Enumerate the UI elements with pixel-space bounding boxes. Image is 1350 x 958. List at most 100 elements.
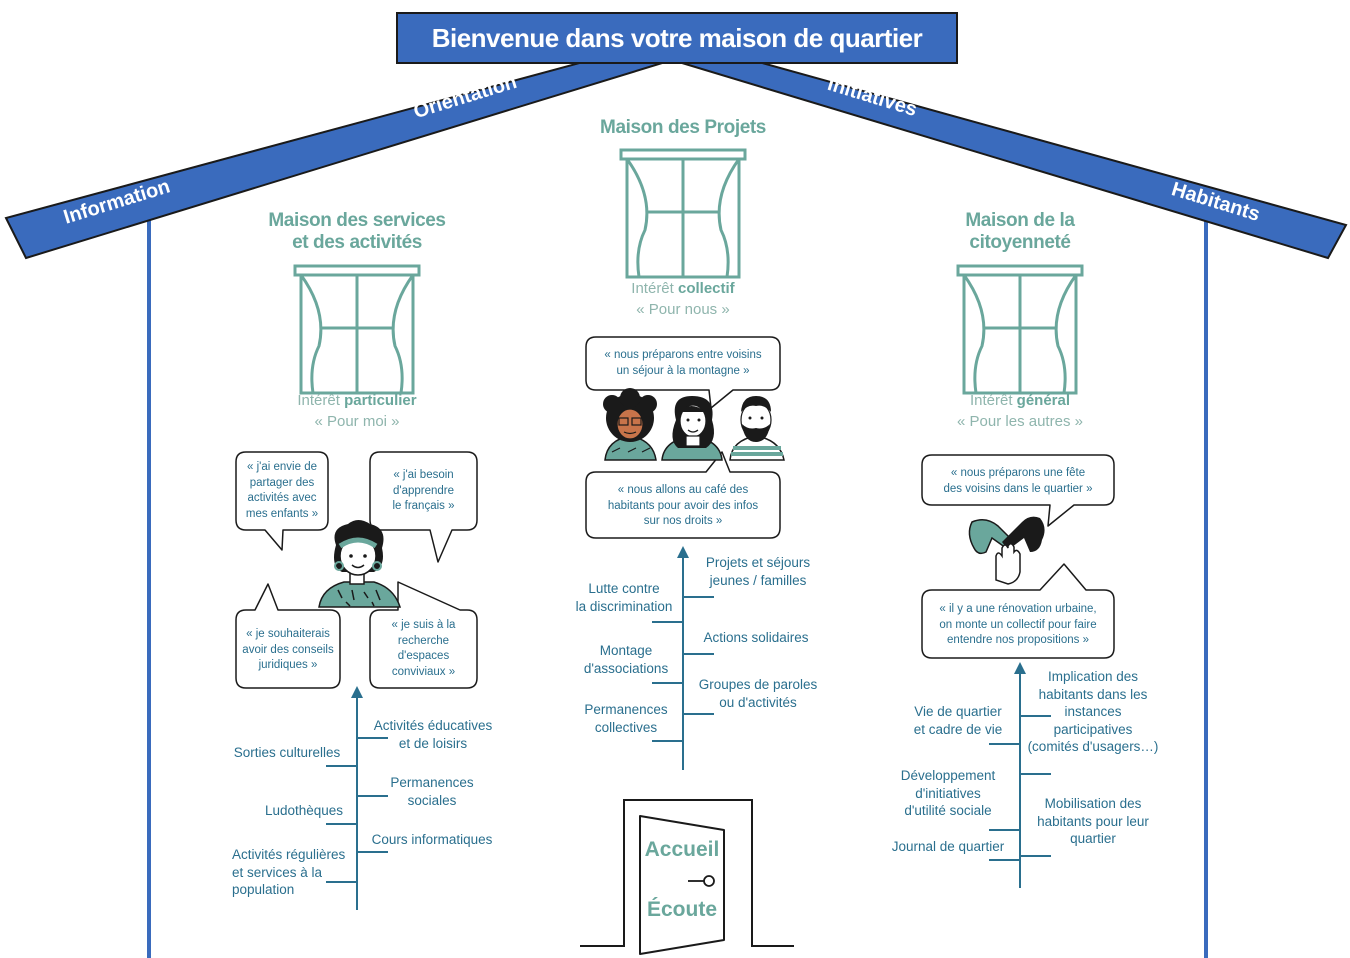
bubble-left-4-text: « je suis à la recherche d'espaces convi… — [370, 618, 477, 680]
left-title-line2: et des activités — [292, 232, 422, 253]
tree-line: Cours informatiques — [371, 832, 493, 847]
tree-line: Mobilisation des — [1044, 796, 1142, 811]
tree-left-label-r3: Cours informatiques — [366, 831, 498, 849]
right-title-line1: Maison de la — [965, 210, 1075, 231]
tree-center-label-r3: Groupes de paroles ou d'activités — [692, 676, 824, 711]
bubble-line: entendre nos propositions » — [947, 634, 1089, 646]
bubble-line: « j'ai besoin — [393, 469, 454, 481]
bubble-center-2-text: « nous allons au café des habitants pour… — [586, 483, 780, 530]
window-left — [293, 264, 421, 395]
bubble-center-1 — [585, 336, 781, 409]
tree-line: Lutte contre — [588, 581, 660, 596]
bubble-line: un séjour à la montagne » — [616, 364, 750, 377]
tree-right-label-l3: Journal de quartier — [886, 838, 1010, 856]
people-center — [603, 388, 785, 461]
tree-line: Permanences — [584, 702, 668, 717]
door-label-accueil: Accueil — [644, 838, 720, 861]
bubble-left-3 — [235, 583, 341, 689]
bubble-left-1-text: « j'ai envie de partager des activités a… — [236, 460, 328, 522]
tree-line: et de loisirs — [398, 735, 468, 751]
tree-line: Montage — [599, 643, 653, 658]
door-label-ecoute: Écoute — [646, 898, 717, 921]
bubble-line: conviviaux » — [391, 665, 456, 678]
tree-right-label-r1: Implication des habitants dans les insta… — [1026, 668, 1160, 756]
tree-right — [989, 662, 1051, 888]
bubble-line: juridiques » — [258, 659, 318, 671]
tree-center — [652, 546, 714, 770]
tree-line: participatives — [1053, 721, 1133, 737]
left-interest: Intérêt particulier « Pour moi » — [257, 390, 457, 432]
tree-line: sociales — [407, 792, 457, 808]
bubble-line: sur nos droits » — [643, 515, 723, 527]
tree-left-label-r1: Activités éducatives et de loisirs — [366, 717, 500, 752]
bubble-left-2 — [369, 451, 478, 563]
bubble-line: des voisins dans le quartier » — [943, 482, 1093, 495]
bubble-center-1-text: « nous préparons entre voisins un séjour… — [586, 348, 780, 379]
tree-line: Permanences — [390, 775, 474, 790]
bubble-line: mes enfants » — [245, 507, 319, 520]
bubble-right-2-text: « il y a une rénovation urbaine, on mont… — [922, 602, 1114, 649]
bubble-line: habitants pour avoir des infos — [607, 499, 759, 512]
bubble-left-4 — [369, 581, 478, 689]
door-frame — [580, 799, 794, 955]
bubble-left-1 — [235, 451, 329, 551]
left-section-title: Maison des services et des activités — [257, 210, 457, 254]
bubble-line: « nous préparons une fête — [950, 467, 1086, 479]
tree-line: quartier — [1070, 831, 1116, 846]
tree-line: population — [232, 882, 295, 897]
bubble-center-2 — [585, 451, 781, 539]
tree-center-label-r2: Actions solidaires — [696, 629, 816, 647]
bubble-line: « il y a une rénovation urbaine, — [939, 603, 1097, 615]
right-title-line2: citoyenneté — [969, 232, 1071, 253]
left-title-line1: Maison des services — [268, 210, 446, 231]
bubble-left-2-text: « j'ai besoin d'apprendre le français » — [370, 468, 477, 515]
tree-line: collectives — [594, 719, 658, 735]
tree-line: la discrimination — [575, 598, 673, 614]
center-interest-quote: « Pour nous » — [636, 301, 730, 318]
tree-line: et services à la — [232, 864, 323, 880]
tree-left — [326, 686, 388, 910]
tree-line: jeunes / familles — [709, 572, 807, 588]
tree-left-label-l2: Ludothèques — [244, 802, 364, 820]
tree-left-label-l1: Sorties culturelles — [233, 745, 341, 760]
bubble-line: « nous préparons entre voisins — [604, 349, 762, 361]
hands-right — [968, 516, 1045, 585]
tree-line: Activités régulières — [232, 847, 346, 862]
bubble-line: le français » — [392, 500, 455, 512]
bubble-line: activités avec — [247, 492, 317, 504]
tree-center-label-l1: Lutte contre la discrimination — [566, 580, 682, 615]
tree-line: habitants dans les — [1038, 686, 1148, 702]
left-interest-quote: « Pour moi » — [314, 413, 400, 430]
right-interest-prefix: Intérêt — [969, 392, 1013, 409]
tree-line: d'associations — [583, 660, 669, 676]
tree-center-label-l3: Permanences collectives — [576, 701, 676, 736]
right-interest-word: général — [1016, 392, 1071, 409]
bubble-line: recherche — [397, 634, 450, 647]
tree-line: d'initiatives — [915, 785, 981, 801]
tree-line: Actions solidaires — [703, 630, 809, 645]
tree-line: instances — [1064, 704, 1122, 719]
bubble-line: « nous allons au café des — [617, 484, 749, 496]
tree-center-label-l2: Montage d'associations — [572, 642, 680, 677]
tree-left-label-l3: Activités régulières et services à la po… — [232, 846, 345, 899]
center-section-title: Maison des Projets — [600, 117, 766, 138]
tree-line: Ludothèques — [264, 803, 344, 818]
center-interest: Intérêt collectif « Pour nous » — [583, 278, 783, 320]
tree-line: habitants pour leur — [1037, 813, 1149, 829]
bubble-line: on monte un collectif pour faire — [939, 618, 1097, 631]
bubble-line: d'espaces — [397, 650, 450, 662]
tree-line: Journal de quartier — [891, 839, 1005, 854]
bubble-line: d'apprendre — [392, 484, 455, 497]
bubble-line: « je souhaiterais — [246, 628, 330, 640]
tree-line: Développement — [900, 768, 996, 783]
tree-line: Activités éducatives — [373, 718, 493, 733]
tree-right-label-l1: Vie de quartier et cadre de vie — [900, 703, 1016, 738]
left-interest-prefix: Intérêt — [297, 392, 340, 409]
bubble-right-1 — [921, 454, 1115, 527]
bubble-line: « je suis à la — [391, 619, 456, 631]
tree-center-label-r1: Projets et séjours jeunes / familles — [696, 554, 820, 589]
tree-right-label-l2: Développement d'initiatives d'utilité so… — [890, 767, 1006, 820]
left-interest-word: particulier — [344, 392, 417, 409]
tree-line: d'utilité sociale — [904, 803, 992, 818]
